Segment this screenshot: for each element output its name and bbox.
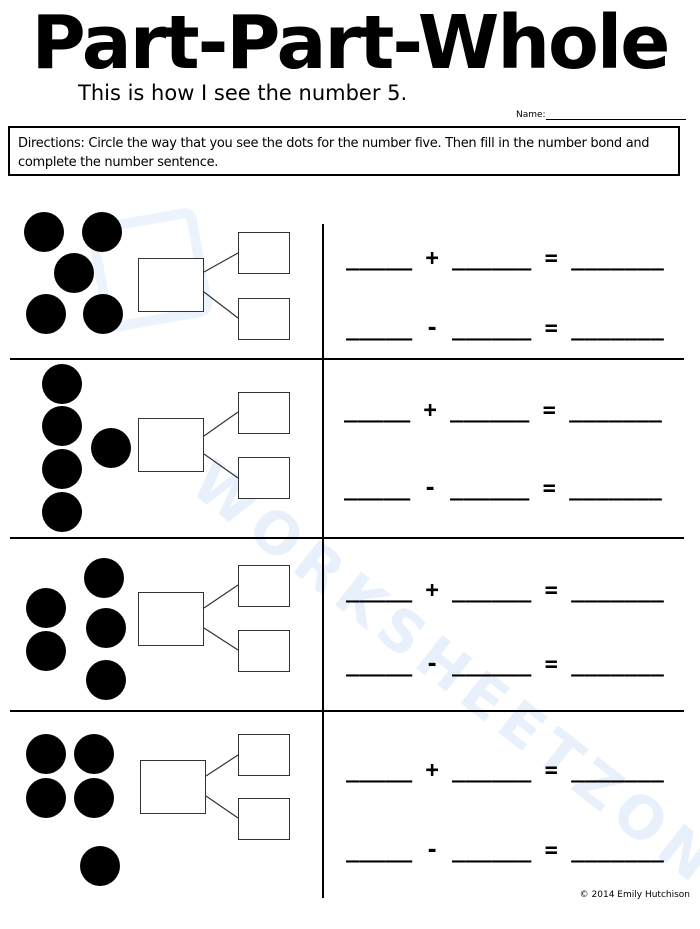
addition-sentence[interactable]: _____ + ______ = _______ bbox=[346, 246, 664, 271]
dot bbox=[26, 588, 66, 628]
dot bbox=[80, 846, 120, 886]
dot bbox=[42, 492, 82, 532]
part-box[interactable] bbox=[238, 798, 290, 840]
addition-sentence[interactable]: _____ + ______ = _______ bbox=[346, 578, 664, 603]
bond-lines bbox=[203, 584, 239, 651]
page-subtitle: This is how I see the number 5. bbox=[78, 81, 408, 105]
whole-box[interactable] bbox=[138, 258, 204, 312]
row-divider bbox=[10, 358, 684, 360]
dot bbox=[42, 364, 82, 404]
name-field-line[interactable] bbox=[546, 119, 686, 120]
dot bbox=[26, 734, 66, 774]
dot bbox=[42, 406, 82, 446]
part-box[interactable] bbox=[238, 232, 290, 274]
whole-box[interactable] bbox=[140, 760, 206, 814]
dot bbox=[83, 294, 123, 334]
addition-sentence[interactable]: _____ + ______ = _______ bbox=[346, 758, 664, 783]
dot bbox=[26, 294, 66, 334]
dot bbox=[26, 778, 66, 818]
addition-sentence[interactable]: _____ + ______ = _______ bbox=[344, 398, 662, 423]
dot bbox=[54, 253, 94, 293]
dot bbox=[26, 631, 66, 671]
subtraction-sentence[interactable]: _____ - ______ = _______ bbox=[344, 476, 662, 501]
part-box[interactable] bbox=[238, 734, 290, 776]
row-divider bbox=[10, 710, 684, 712]
dot bbox=[42, 449, 82, 489]
dot bbox=[86, 660, 126, 700]
part-box[interactable] bbox=[238, 630, 290, 672]
dot bbox=[74, 778, 114, 818]
bond-lines bbox=[203, 252, 239, 319]
part-box[interactable] bbox=[238, 392, 290, 434]
dot bbox=[82, 212, 122, 252]
dot bbox=[24, 212, 64, 252]
part-box[interactable] bbox=[238, 565, 290, 607]
dot bbox=[91, 428, 131, 468]
directions-box: Directions: Circle the way that you see … bbox=[8, 126, 680, 176]
dot bbox=[74, 734, 114, 774]
name-label: Name: bbox=[516, 110, 546, 120]
bond-lines bbox=[205, 754, 239, 819]
part-box[interactable] bbox=[238, 457, 290, 499]
copyright-text: © 2014 Emily Hutchison bbox=[579, 890, 690, 900]
subtraction-sentence[interactable]: _____ - ______ = _______ bbox=[346, 316, 664, 341]
part-box[interactable] bbox=[238, 298, 290, 340]
subtraction-sentence[interactable]: _____ - ______ = _______ bbox=[346, 652, 664, 677]
whole-box[interactable] bbox=[138, 592, 204, 646]
dot bbox=[84, 558, 124, 598]
dot bbox=[86, 608, 126, 648]
bond-lines bbox=[203, 411, 239, 479]
page-title: Part-Part-Whole bbox=[31, 0, 671, 86]
column-divider bbox=[322, 224, 324, 898]
whole-box[interactable] bbox=[138, 418, 204, 472]
row-divider bbox=[10, 537, 684, 539]
subtraction-sentence[interactable]: _____ - ______ = _______ bbox=[346, 838, 664, 863]
